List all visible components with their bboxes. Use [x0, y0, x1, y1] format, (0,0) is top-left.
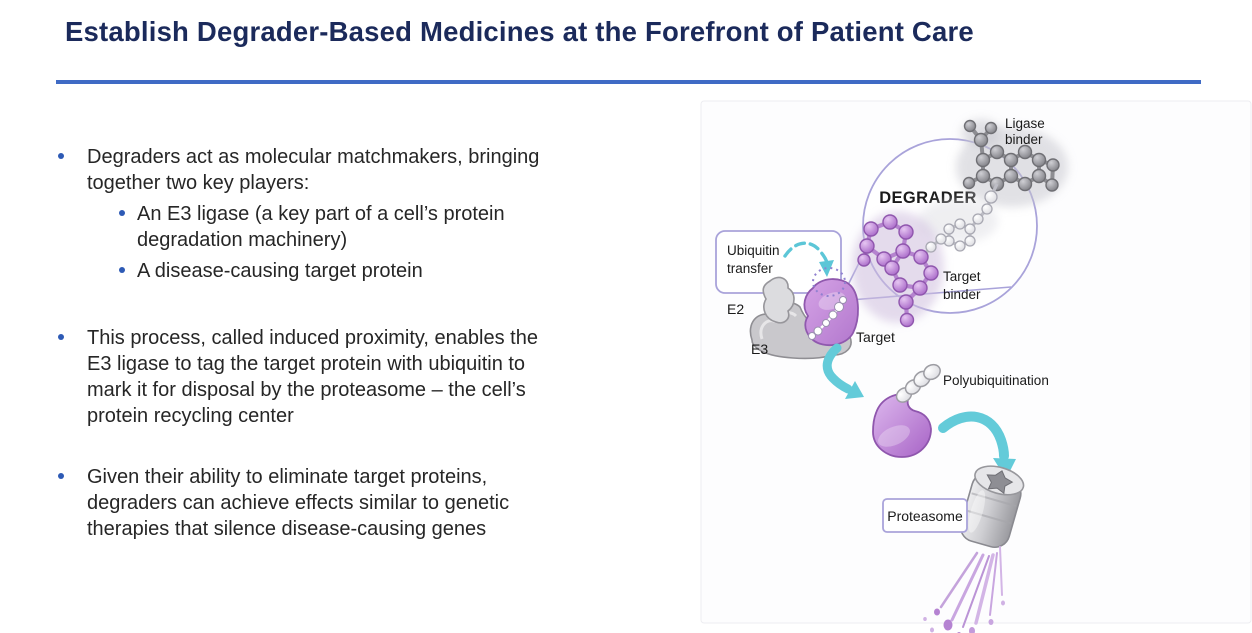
bullet-item-3: Given their ability to eliminate target …: [87, 466, 510, 540]
linker-molecule: [922, 183, 999, 257]
target-binder-molecule: [857, 214, 939, 328]
bullet-item-1: Degraders act as molecular matchmakers, …: [87, 146, 540, 194]
ubiquitin-chain: [895, 363, 941, 403]
bullet-item-1-sub-1: An E3 ligase (a key part of a cell’s pro…: [137, 203, 505, 251]
title-underline-divider: [56, 80, 1201, 84]
bound-degrader-molecule: [808, 296, 847, 340]
bullet-marker: [119, 210, 125, 216]
target-binder-label-line1: Target: [943, 269, 981, 284]
ubiquitin-landing-site: [812, 267, 846, 297]
ligase-binder-label-line1: Ligase: [1005, 116, 1045, 131]
page-title: Establish Degrader-Based Medicines at th…: [65, 16, 974, 47]
ligase-binder-label-line2: binder: [1005, 132, 1043, 147]
proteasome-opening: [986, 470, 1014, 495]
proteasome-box: [882, 498, 968, 533]
bullet-marker: [58, 334, 64, 340]
ubiquitin-transfer-label-line2: transfer: [727, 261, 773, 276]
ligase-binder-molecule: [962, 119, 1060, 192]
target-binder-label-line2: binder: [943, 287, 981, 302]
bullet-marker: [119, 267, 125, 273]
ubiquitin-transfer-label-line1: Ubiquitin: [727, 243, 780, 258]
polyubiquitination-label: Polyubiquitination: [943, 373, 1049, 388]
proteasome-label: Proteasome: [887, 508, 963, 524]
proteasome-cylinder: [959, 465, 1025, 549]
target-label: Target: [856, 329, 895, 345]
degraded-fragments-spray: [923, 546, 1005, 633]
bullet-item-1-sub-2: A disease-causing target protein: [137, 260, 423, 282]
e2-label: E2: [727, 301, 744, 317]
bullet-item-2: This process, called induced proximity, …: [87, 327, 538, 427]
bullet-marker: [58, 473, 64, 479]
polyubiquitinated-target: [872, 363, 941, 458]
e3-label: E3: [751, 341, 768, 357]
e2-protein: [762, 276, 795, 324]
degrader-mechanism-diagram: DEGRADER: [700, 100, 1252, 633]
bullet-marker: [58, 153, 64, 159]
step-arrow-1: [822, 343, 864, 399]
